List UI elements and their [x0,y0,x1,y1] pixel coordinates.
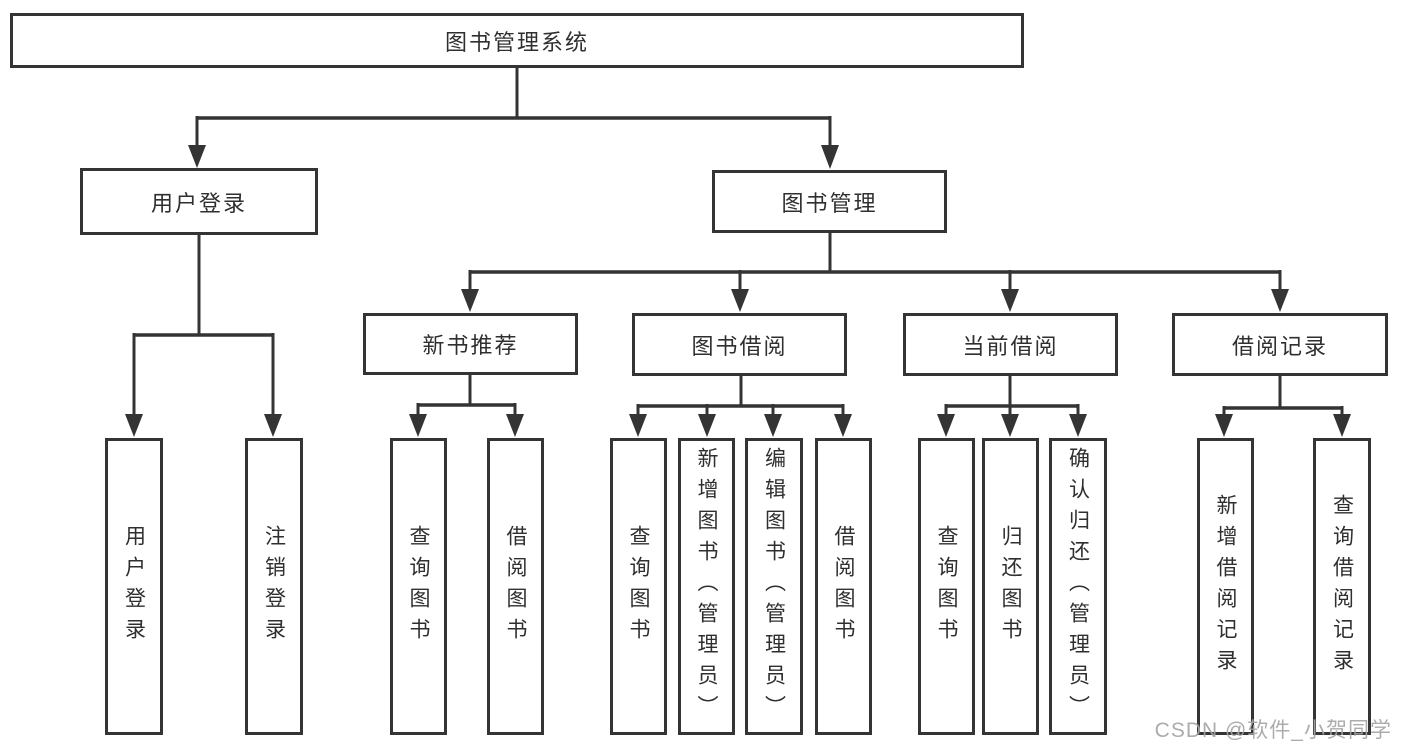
node-leaf-confirm-return-admin-label: 确认归还（管理员） [1066,447,1090,726]
node-leaf-logout: 注销登录 [245,438,303,735]
node-leaf-add-borrow-record-label: 新增借阅记录 [1214,493,1237,680]
node-user-login-label: 用户登录 [150,190,247,216]
node-current-borrow-label: 当前借阅 [962,333,1059,359]
node-leaf-confirm-return-admin: 确认归还（管理员） [1049,438,1107,735]
node-leaf-borrow-books-2-label: 借阅图书 [832,524,855,649]
node-book-borrow: 图书借阅 [632,313,847,376]
node-leaf-borrow-books-1: 借阅图书 [487,438,544,735]
node-leaf-edit-books-admin: 编辑图书（管理员） [745,438,803,735]
csdn-watermark: CSDN @软件_小贺同学 [1154,719,1392,742]
node-leaf-user-login: 用户登录 [105,438,163,735]
node-root: 图书管理系统 [10,13,1024,68]
node-leaf-query-borrow-record-label: 查询借阅记录 [1330,493,1354,680]
node-root-label: 图书管理系统 [444,29,589,55]
node-leaf-add-books-admin: 新增图书（管理员） [678,438,735,735]
node-current-borrow: 当前借阅 [903,313,1118,376]
node-leaf-add-books-admin-label: 新增图书（管理员） [695,447,718,726]
node-leaf-borrow-books-1-label: 借阅图书 [504,524,527,649]
node-book-management-label: 图书管理 [781,190,878,216]
node-leaf-return-books-label: 归还图书 [999,524,1022,649]
node-book-borrow-label: 图书借阅 [691,333,788,359]
node-user-login: 用户登录 [80,168,318,235]
node-leaf-return-books: 归还图书 [982,438,1039,735]
node-leaf-query-books-2: 查询图书 [610,438,667,735]
node-leaf-query-books-2-label: 查询图书 [627,524,650,649]
node-leaf-query-books-1-label: 查询图书 [407,524,430,649]
node-leaf-edit-books-admin-label: 编辑图书（管理员） [762,447,786,726]
node-new-book-recommend-label: 新书推荐 [422,333,519,358]
node-leaf-query-books-3-label: 查询图书 [935,524,958,649]
node-borrow-records: 借阅记录 [1172,313,1388,376]
node-book-management: 图书管理 [712,170,947,233]
node-leaf-user-login-label: 用户登录 [122,524,146,649]
node-leaf-query-books-1: 查询图书 [390,438,447,735]
node-leaf-query-borrow-record: 查询借阅记录 [1313,438,1371,735]
node-leaf-borrow-books-2: 借阅图书 [815,438,872,735]
node-leaf-add-borrow-record: 新增借阅记录 [1197,438,1254,735]
node-borrow-records-label: 借阅记录 [1231,333,1328,359]
node-leaf-logout-label: 注销登录 [262,524,286,649]
node-new-book-recommend: 新书推荐 [363,313,578,375]
node-leaf-query-books-3: 查询图书 [918,438,975,735]
